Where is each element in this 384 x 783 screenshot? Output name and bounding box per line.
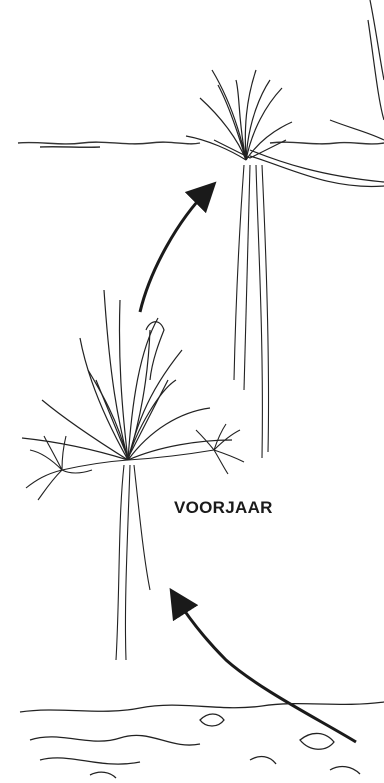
- roots-middle-plant: [116, 465, 150, 660]
- ground-sediment: [20, 702, 384, 778]
- plant-right-edge: [330, 0, 384, 140]
- side-rosette-left: [26, 436, 128, 500]
- arrow-up-from-bottom: [176, 598, 356, 742]
- water-surface-line: [18, 142, 384, 147]
- season-label: VOORJAAR: [174, 498, 273, 518]
- arrow-up-to-surface: [140, 190, 208, 312]
- roots-top-plant: [234, 165, 269, 458]
- side-rosette-right: [128, 424, 244, 474]
